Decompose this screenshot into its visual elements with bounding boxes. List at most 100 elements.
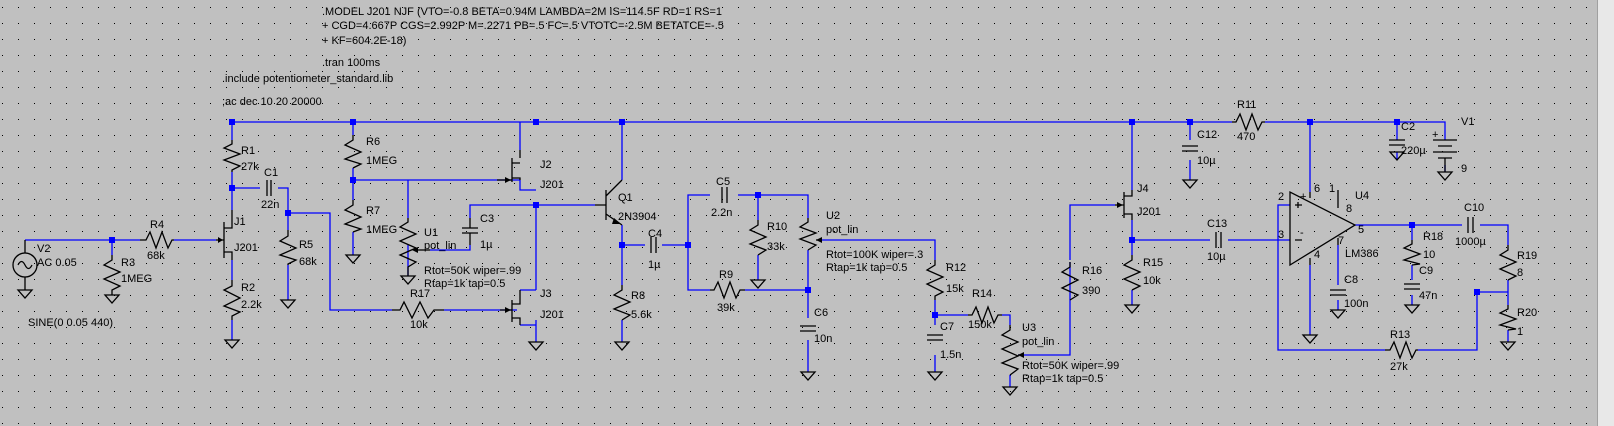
- r15-resistor[interactable]: R15 10k: [1122, 255, 1163, 291]
- svg-text:J201: J201: [540, 309, 564, 321]
- r9-resistor[interactable]: R9 39k: [710, 269, 745, 314]
- c7-capacitor[interactable]: C7 1.5n: [927, 321, 961, 361]
- transistors: J1 J201 J2 J201 J3 J201 J4 J201 Q1 2N390…: [216, 150, 1161, 325]
- svg-text:1: 1: [1329, 183, 1335, 195]
- svg-text:10µ: 10µ: [1197, 155, 1216, 167]
- c10-capacitor[interactable]: C10 1000µ: [1455, 202, 1486, 248]
- svg-text:R10: R10: [767, 221, 787, 233]
- svg-text:+: +: [1432, 129, 1438, 141]
- r12-resistor[interactable]: R12 15k: [925, 260, 966, 300]
- svg-text:22n: 22n: [261, 199, 279, 211]
- filter-wire: [687, 194, 809, 280]
- c6-capacitor[interactable]: C6 10n: [800, 307, 832, 345]
- v1-name: V1: [1461, 116, 1474, 128]
- svg-text:C7: C7: [940, 321, 954, 333]
- svg-text:R13: R13: [1390, 329, 1410, 341]
- window-right-edge: [1597, 0, 1614, 426]
- svg-text:-: -: [1300, 227, 1304, 239]
- svg-text:C2: C2: [1401, 121, 1415, 133]
- svg-text:10µ: 10µ: [1207, 251, 1226, 263]
- r5-resistor[interactable]: R5 68k: [278, 230, 317, 268]
- r17-resistor[interactable]: R17 10k: [392, 288, 444, 331]
- j1-jfet[interactable]: J1 J201: [216, 210, 258, 260]
- model-directive-line-2[interactable]: + CGD=4.667P CGS=2.992P M=.2271 PB=.5 FC…: [322, 20, 724, 32]
- r16-resistor[interactable]: R16 390: [1060, 262, 1102, 301]
- svg-text:1: 1: [1517, 326, 1523, 338]
- j4-jfet[interactable]: J4 J201: [1115, 183, 1161, 220]
- svg-text:2: 2: [1278, 191, 1284, 203]
- c13-capacitor[interactable]: C13 10µ: [1207, 218, 1227, 263]
- tran-directive[interactable]: .tran 100ms: [322, 57, 381, 69]
- r7-resistor[interactable]: R7 1MEG: [343, 200, 397, 236]
- svg-text:R14: R14: [972, 288, 992, 300]
- svg-text:1.5n: 1.5n: [940, 349, 961, 361]
- r18-resistor[interactable]: R18 10: [1401, 231, 1443, 266]
- svg-text:150k: 150k: [968, 319, 992, 331]
- j2-jfet[interactable]: J2 J201: [497, 150, 564, 191]
- include-directive[interactable]: .include potentiometer_standard.lib: [222, 73, 393, 85]
- u3-wire: [1002, 262, 1071, 387]
- svg-text:100n: 100n: [1344, 298, 1368, 310]
- bias-wire: [352, 122, 520, 255]
- c3-capacitor[interactable]: C3 1µ: [462, 213, 494, 251]
- r10-resistor[interactable]: R10 33k: [748, 220, 787, 256]
- c12-capacitor[interactable]: C12 10µ: [1182, 129, 1217, 167]
- svg-text:15k: 15k: [946, 283, 964, 295]
- u4-amplifier[interactable]: + - 2 3 4 5 6 7 1 8 U4 LM386: [1278, 183, 1379, 267]
- v2-source[interactable]: V2 AC 0.05: [12, 240, 77, 290]
- v1-value: 9: [1461, 163, 1467, 175]
- svg-text:C5: C5: [716, 176, 730, 188]
- c9-capacitor[interactable]: C9 47n: [1404, 265, 1437, 302]
- r14-resistor[interactable]: R14 150k: [968, 288, 1002, 331]
- svg-text:2.2k: 2.2k: [241, 299, 262, 311]
- r20-resistor[interactable]: R20 1: [1497, 305, 1537, 338]
- u3-potentiometer[interactable]: U3 pot_lin Rtot=50K wiper=.99 Rtap=1k ta…: [1000, 322, 1119, 385]
- j3-source-wire: [520, 320, 537, 342]
- u2-potentiometer[interactable]: U2 pot_lin Rtot=100K wiper=.3 Rtap=1k ta…: [798, 210, 923, 274]
- svg-text:R20: R20: [1517, 307, 1537, 319]
- svg-text:U3: U3: [1022, 322, 1036, 334]
- svg-text:390: 390: [1082, 285, 1100, 297]
- r13-resistor[interactable]: R13 27k: [1385, 329, 1418, 373]
- svg-text:10n: 10n: [814, 333, 832, 345]
- r2-resistor[interactable]: R2 2.2k: [222, 280, 262, 320]
- svg-text:39k: 39k: [717, 302, 735, 314]
- r6-resistor[interactable]: R6 1MEG: [343, 135, 397, 169]
- v1-battery[interactable]: + V1 9: [1432, 116, 1474, 175]
- r11-resistor[interactable]: R11 470: [1232, 99, 1265, 143]
- svg-text:10: 10: [1423, 249, 1435, 261]
- svg-text:10k: 10k: [1143, 275, 1161, 287]
- r19-resistor[interactable]: R19 8: [1498, 245, 1537, 281]
- r8-resistor[interactable]: R8 5.6k: [612, 285, 652, 321]
- u1-potentiometer[interactable]: U1 pot_lin Rtot=50K wiper=.99 Rtap=1k ta…: [398, 218, 521, 290]
- model-directive-line-1[interactable]: .MODEL J201 NJF (VTO=-0.8 BETA=0.94M LAM…: [322, 6, 722, 18]
- svg-text:R16: R16: [1082, 265, 1102, 277]
- svg-text:U1: U1: [424, 227, 438, 239]
- resistors: R1 27k R2 2.2k R3 1MEG R4 68k R5 68k R6 …: [102, 99, 1537, 373]
- q1-bjt[interactable]: Q1 2N3904: [595, 179, 657, 226]
- model-directive-line-3[interactable]: + KF=604.2E-18): [322, 35, 406, 47]
- j3-jfet[interactable]: J3 J201: [500, 288, 564, 325]
- c1-capacitor[interactable]: C1 22n: [261, 167, 279, 211]
- svg-text:R17: R17: [410, 288, 430, 300]
- svg-text:J2: J2: [540, 159, 552, 171]
- potentiometers: U1 pot_lin Rtot=50K wiper=.99 Rtap=1k ta…: [398, 210, 1119, 385]
- ground-symbols: [16, 151, 1517, 396]
- svg-text:pot_lin: pot_lin: [826, 224, 858, 236]
- c8-capacitor[interactable]: C8 100n: [1330, 274, 1368, 310]
- c2-capacitor[interactable]: C2 220µ: [1389, 121, 1426, 157]
- svg-text:C12: C12: [1197, 129, 1217, 141]
- r1-resistor[interactable]: R1 27k: [222, 140, 259, 173]
- svg-text:68k: 68k: [147, 250, 165, 262]
- r4-resistor[interactable]: R4 68k: [140, 219, 174, 262]
- c4-capacitor[interactable]: C4 1µ: [648, 228, 662, 271]
- r3-resistor[interactable]: R3 1MEG: [102, 255, 152, 295]
- supply-wire: [1396, 121, 1446, 172]
- v2-value: AC 0.05: [37, 257, 77, 269]
- c5-capacitor[interactable]: C5 2.2n: [711, 176, 732, 219]
- svg-text:27k: 27k: [1390, 361, 1408, 373]
- svg-text:J1: J1: [234, 216, 246, 228]
- ac-comment[interactable]: ;ac dec 10 20 20000: [222, 96, 322, 108]
- svg-text:R4: R4: [150, 219, 164, 231]
